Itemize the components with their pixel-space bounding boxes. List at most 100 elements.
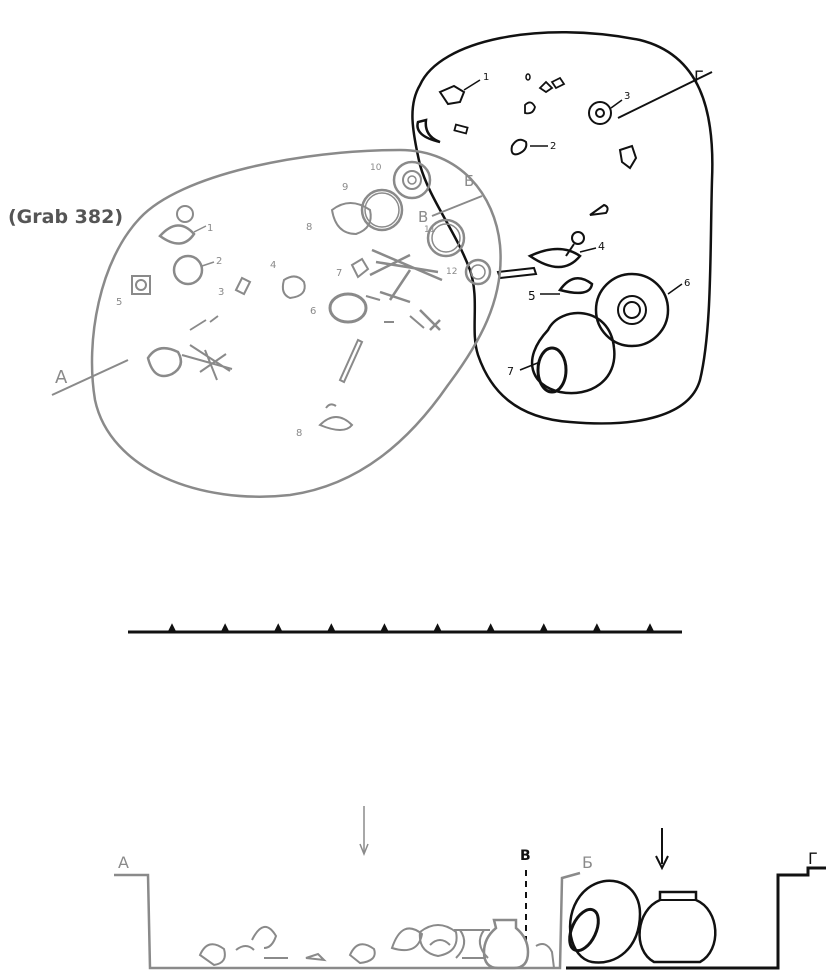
grey-find-label-2: 2 xyxy=(216,256,222,267)
grey-find-label-5: 5 xyxy=(116,297,122,308)
find-4-bowl xyxy=(527,247,582,269)
grey-find-label-8b: 8 xyxy=(296,428,302,439)
profile-label-v: В xyxy=(520,848,531,864)
grey-find-label-9: 9 xyxy=(342,182,348,193)
scale-bar-tick xyxy=(380,623,389,633)
section-label-a: А xyxy=(55,367,68,388)
find-1-shape xyxy=(438,84,466,106)
bones xyxy=(365,295,425,329)
scale-bar-tick xyxy=(167,623,177,633)
find-2-ball xyxy=(172,254,204,286)
find-fragment xyxy=(524,101,536,115)
find-5-shape xyxy=(131,275,151,295)
grey-find-label-4: 4 xyxy=(270,260,276,271)
grey-find-label-7: 7 xyxy=(336,268,342,279)
scale-bar-tick xyxy=(486,623,495,633)
profile-label-b: Б xyxy=(582,853,593,872)
skeleton-bones xyxy=(369,248,443,331)
find-3-ring xyxy=(588,101,612,125)
scale-bar xyxy=(128,623,682,634)
find-10-inner xyxy=(402,170,422,190)
find-12-inner xyxy=(470,264,486,280)
scale-bar-tick xyxy=(539,623,548,633)
find-fragment xyxy=(618,144,638,170)
bones xyxy=(181,344,233,381)
black-profile-pot-1-mouth xyxy=(568,907,600,953)
section-line-b xyxy=(431,195,483,217)
find-5-shape xyxy=(557,277,594,295)
find-2-leader xyxy=(201,261,215,267)
black-grave-plan: Г 1 3 2 4 5 xyxy=(411,31,714,425)
find-6-mouth xyxy=(623,301,641,319)
find-6-ring xyxy=(328,292,368,324)
page-title: (Grab 382) xyxy=(6,206,126,228)
find-1-leader xyxy=(463,79,481,91)
grey-profile-vessels xyxy=(348,924,458,965)
find-4-shape xyxy=(281,275,306,300)
find-label-5: 5 xyxy=(528,289,536,303)
grey-profile-finds xyxy=(198,926,327,967)
find-crescent xyxy=(416,118,441,144)
profile-label-g: Г xyxy=(808,849,818,868)
grey-find-label-12: 12 xyxy=(446,267,457,277)
profile-label-a: А xyxy=(118,853,129,872)
find-11-ring xyxy=(426,218,466,258)
find-6-pot xyxy=(594,272,670,348)
section-profile: А Б В Г xyxy=(114,806,826,970)
section-line-a xyxy=(51,359,129,396)
find-7-mouth xyxy=(536,346,568,394)
find-3-shape xyxy=(234,276,252,296)
section-label-b: Б xyxy=(464,172,474,190)
find-12-ring xyxy=(464,258,492,286)
find-3-leader xyxy=(610,99,623,109)
find-1-bowl xyxy=(158,224,196,245)
black-profile-pot-2 xyxy=(638,890,717,964)
find-11-inner xyxy=(431,223,461,253)
black-trench-profile xyxy=(566,866,826,970)
find-3-inner xyxy=(595,108,605,118)
find-1-leader xyxy=(193,225,207,233)
find-label-6: 6 xyxy=(684,278,690,289)
find-label-4: 4 xyxy=(598,240,605,253)
scale-bar-tick xyxy=(220,623,230,633)
scale-bar-tick xyxy=(645,623,655,633)
grey-find-label-3: 3 xyxy=(218,287,224,298)
find-7-leader xyxy=(519,361,541,371)
find-6-rim xyxy=(617,295,647,325)
find-7-shape xyxy=(350,257,370,279)
find-4-knob xyxy=(571,231,585,245)
grey-profile-fragment xyxy=(535,943,555,969)
bones xyxy=(189,315,219,331)
find-6-leader xyxy=(667,283,683,295)
grey-find-label-6: 6 xyxy=(310,306,316,317)
find-5-inner xyxy=(135,279,147,291)
grey-profile-jug xyxy=(482,918,530,970)
find-2-shape xyxy=(510,138,528,156)
find-4-leader xyxy=(579,247,597,253)
black-profile-pot-1 xyxy=(568,879,642,964)
find-7-pot xyxy=(530,311,616,395)
find-8-shape xyxy=(318,416,354,431)
find-fragment xyxy=(525,73,531,81)
grey-find-label-1: 1 xyxy=(207,223,213,234)
scale-bar-tick xyxy=(592,623,602,633)
find-bone xyxy=(338,338,364,384)
find-fragment xyxy=(550,76,566,90)
find-fragment xyxy=(538,80,554,94)
find-label-1: 1 xyxy=(483,72,489,83)
find-pin xyxy=(589,203,609,216)
find-10-mouth xyxy=(407,175,417,185)
scale-bar-ticks xyxy=(167,623,655,633)
grey-profile-goblet xyxy=(454,929,490,959)
find-label-2: 2 xyxy=(550,141,556,152)
find-8-detail xyxy=(325,403,337,409)
find-1-knob xyxy=(176,205,194,223)
find-10-ring xyxy=(392,160,432,200)
grey-grave-plan: А Б В 1 2 5 3 4 8 8 xyxy=(51,148,502,498)
find-9-inner xyxy=(364,192,400,228)
black-grave-outline xyxy=(411,31,714,425)
scale-bar-tick xyxy=(274,623,283,633)
grey-grave-outline xyxy=(90,148,502,498)
grey-find-label-8: 8 xyxy=(306,222,312,233)
